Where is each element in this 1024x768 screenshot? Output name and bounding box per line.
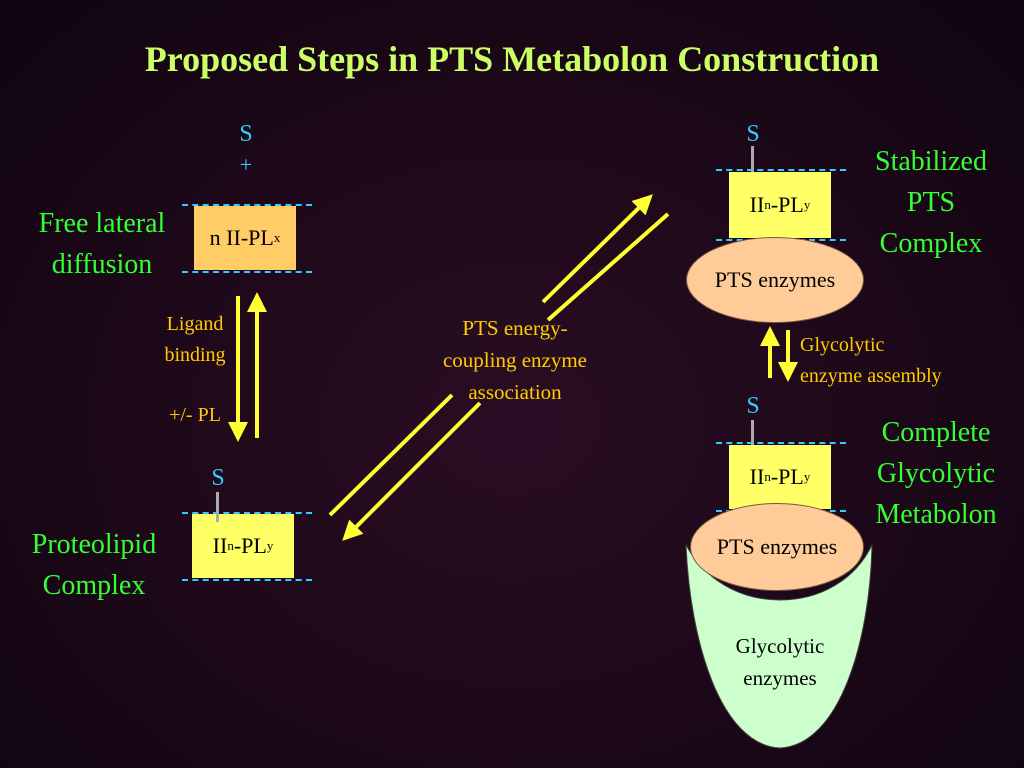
- glycolytic-assembly-label: Glycolytic enzyme assembly: [800, 330, 1000, 392]
- box-middle: -PL: [233, 533, 267, 558]
- box-prefix: II: [749, 464, 765, 489]
- substrate-label: S: [239, 121, 253, 147]
- box-sub-n: n: [764, 197, 771, 212]
- pts-step-line1: PTS energy-: [462, 316, 568, 340]
- free-complex-label: n II-PL: [209, 225, 274, 250]
- box-middle: -PL: [770, 464, 804, 489]
- proteolipid-line1: Proteolipid: [31, 529, 157, 560]
- complete-line3: Metabolon: [875, 499, 997, 530]
- substrate-label: S: [746, 393, 760, 419]
- box-sub-y: y: [803, 469, 811, 484]
- stabilized-line3: Complex: [879, 228, 983, 259]
- substrate-stem: [751, 146, 754, 180]
- glycolytic-enzymes-line1: Glycolytic: [735, 634, 825, 658]
- glycolytic-step-line2: enzyme assembly: [800, 365, 942, 387]
- pts-step-line2: coupling enzyme: [442, 348, 588, 372]
- box-prefix: II: [749, 192, 765, 217]
- proteolipid-complex-label: Proteolipid Complex: [10, 524, 178, 606]
- membrane-line: [182, 204, 312, 206]
- box-sub-y: y: [266, 538, 274, 553]
- free-diffusion-line1: Free lateral: [38, 208, 166, 239]
- stabilized-line1: Stabilized: [875, 146, 987, 177]
- pts-enzymes-oval: PTS enzymes: [686, 237, 864, 323]
- complete-line1: Complete: [881, 417, 991, 448]
- ligand-binding-label: Ligand binding: [140, 309, 250, 371]
- glycolytic-enzymes-label: Glycolytic enzymes: [700, 630, 860, 694]
- pts-enzymes-label: PTS enzymes: [716, 534, 838, 559]
- pl-label: +/- PL: [169, 404, 221, 426]
- box-sub-y: y: [803, 197, 811, 212]
- plus-sign: +: [239, 152, 253, 177]
- substrate-stem: [751, 420, 754, 456]
- arrow-association-up: [541, 194, 653, 304]
- free-diffusion-label: Free lateral diffusion: [14, 203, 190, 285]
- box-sub-n: n: [764, 469, 771, 484]
- pts-enzymes-label: PTS enzymes: [714, 267, 836, 292]
- stabilized-line2: PTS: [906, 187, 956, 218]
- proteolipid-line2: Complex: [42, 570, 146, 601]
- ligand-line1: Ligand: [166, 313, 224, 335]
- membrane-line: [182, 579, 312, 581]
- membrane-line: [716, 442, 846, 444]
- glycolytic-step-line1: Glycolytic: [800, 334, 885, 356]
- complete-metabolon-label: Complete Glycolytic Metabolon: [856, 412, 1016, 535]
- membrane-line: [182, 512, 312, 514]
- substrate-label: S: [746, 121, 760, 147]
- substrate-stem-top: [216, 492, 219, 522]
- membrane-line: [716, 169, 846, 171]
- box-middle: -PL: [770, 192, 804, 217]
- pts-association-label: PTS energy- coupling enzyme association: [420, 312, 610, 408]
- arrow-dissociation-down-long: [328, 393, 454, 517]
- free-complex-sub: x: [273, 230, 281, 245]
- substrate-label: S: [211, 465, 225, 491]
- membrane-line: [182, 271, 312, 273]
- pts-step-line3: association: [468, 380, 562, 404]
- glycolytic-enzymes-line2: enzymes: [743, 666, 817, 690]
- box-prefix: II: [212, 533, 228, 558]
- stabilized-pts-label: Stabilized PTS Complex: [856, 141, 1006, 264]
- box-sub-n: n: [227, 538, 234, 553]
- arrow-association-up-long: [546, 212, 670, 322]
- complete-line2: Glycolytic: [876, 458, 996, 489]
- glycolytic-enzymes-cup: [685, 544, 873, 749]
- pts-enzymes-oval: PTS enzymes: [690, 503, 864, 591]
- ligand-line2: binding: [164, 344, 226, 366]
- free-diffusion-line2: diffusion: [51, 249, 153, 280]
- page-title: Proposed Steps in PTS Metabolon Construc…: [144, 39, 880, 79]
- arrow-dissociation-down: [342, 401, 482, 541]
